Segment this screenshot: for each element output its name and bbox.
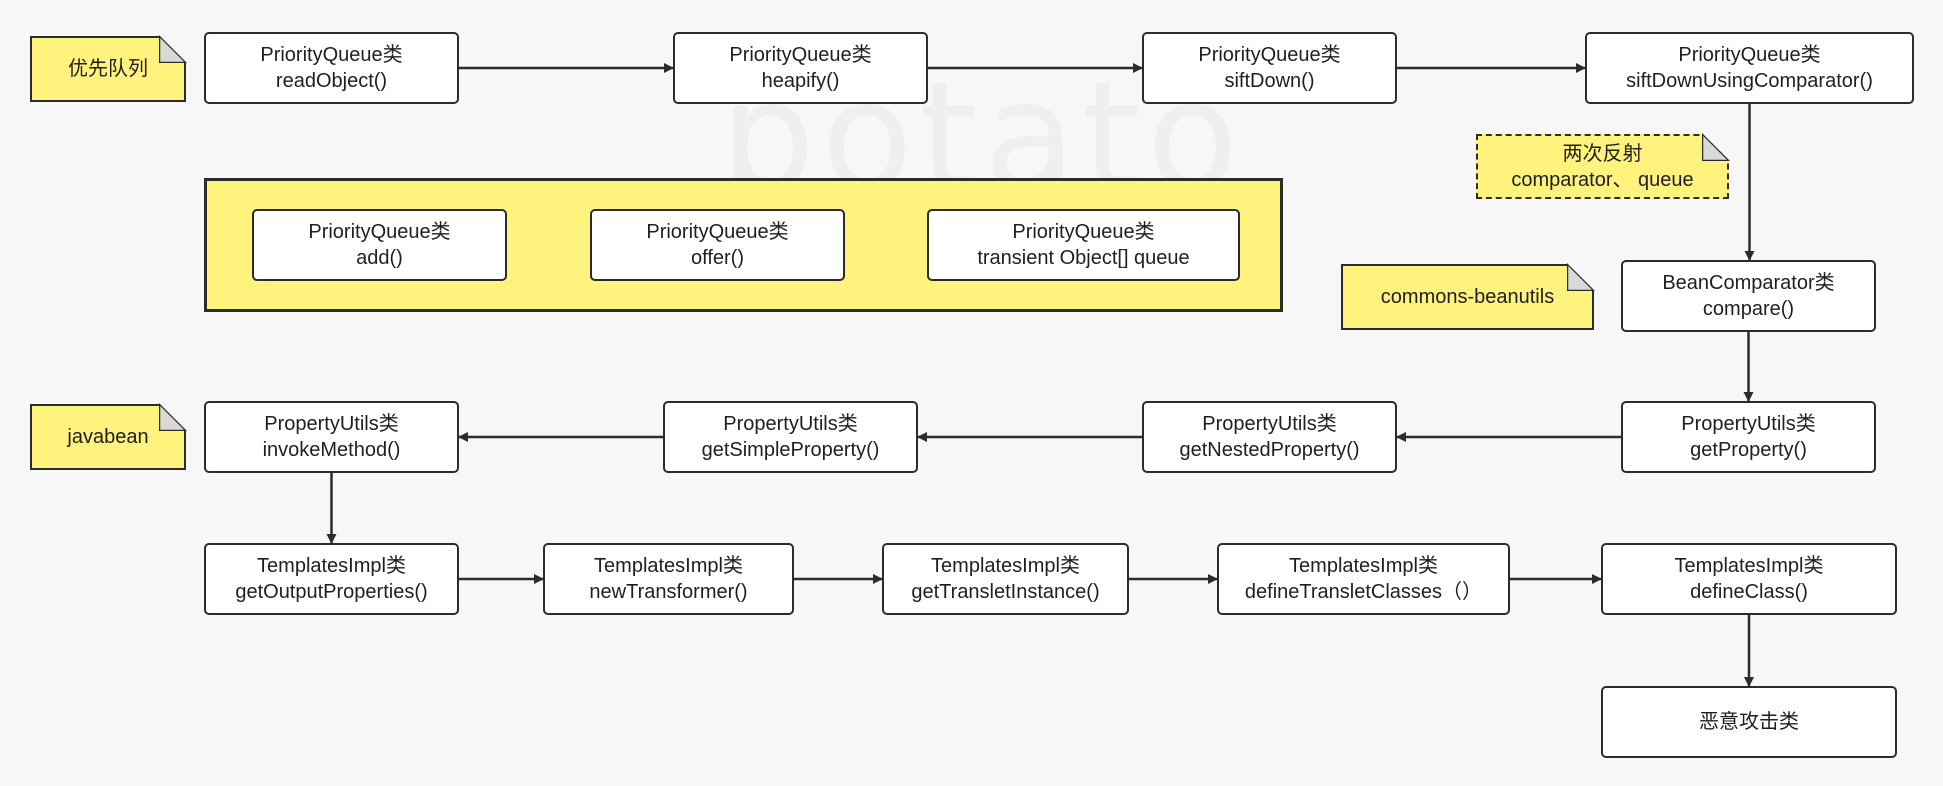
node-pq-readobject[interactable]: PriorityQueue类 readObject() bbox=[204, 32, 459, 104]
node-method-label: heapify() bbox=[761, 70, 840, 92]
node-method-label: compare() bbox=[1702, 298, 1795, 320]
node-class-label: TemplatesImpl类 bbox=[1674, 555, 1824, 577]
node-method-label: invokeMethod() bbox=[262, 439, 401, 461]
node-ti-definetransletclasses[interactable]: TemplatesImpl类 defineTransletClasses（） bbox=[1217, 543, 1510, 615]
node-class-label: PriorityQueue类 bbox=[1678, 44, 1821, 66]
node-class-label: PriorityQueue类 bbox=[729, 44, 872, 66]
note-line-1: 两次反射 bbox=[1562, 142, 1643, 165]
node-class-label: TemplatesImpl类 bbox=[1289, 555, 1438, 577]
node-method-label: siftDownUsingComparator() bbox=[1626, 70, 1873, 92]
note-reflection: 两次反射 comparator、 queue bbox=[1476, 133, 1730, 199]
node-class-label: PriorityQueue类 bbox=[260, 44, 403, 66]
node-pq-siftdown-using-comparator[interactable]: PriorityQueue类 siftDownUsingComparator() bbox=[1585, 32, 1914, 104]
node-class-label: PriorityQueue类 bbox=[308, 221, 451, 243]
node-method-label: getOutputProperties() bbox=[235, 581, 428, 603]
node-pu-getproperty[interactable]: PropertyUtils类 getProperty() bbox=[1621, 401, 1876, 473]
node-label: 恶意攻击类 bbox=[1699, 711, 1799, 733]
node-method-label: defineTransletClasses（） bbox=[1244, 581, 1483, 603]
note-label: javabean bbox=[67, 426, 149, 448]
note-javabean: javabean bbox=[30, 403, 187, 470]
node-class-label: PropertyUtils类 bbox=[264, 413, 399, 435]
node-class-label: PriorityQueue类 bbox=[1198, 44, 1341, 66]
node-beancomparator-compare[interactable]: BeanComparator类 compare() bbox=[1621, 260, 1876, 332]
note-fold-icon bbox=[159, 35, 187, 63]
node-class-label: TemplatesImpl类 bbox=[931, 555, 1080, 577]
node-method-label: newTransformer() bbox=[589, 581, 748, 603]
node-method-label: offer() bbox=[691, 247, 744, 269]
note-priority-queue: 优先队列 bbox=[30, 35, 187, 102]
node-method-label: getNestedProperty() bbox=[1179, 439, 1360, 461]
node-method-label: getProperty() bbox=[1690, 439, 1807, 461]
node-ti-newtransformer[interactable]: TemplatesImpl类 newTransformer() bbox=[543, 543, 794, 615]
node-class-label: PriorityQueue类 bbox=[1012, 221, 1155, 243]
node-class-label: PropertyUtils类 bbox=[1202, 413, 1337, 435]
node-ti-gettransletinstance[interactable]: TemplatesImpl类 getTransletInstance() bbox=[882, 543, 1129, 615]
node-pq-offer[interactable]: PriorityQueue类 offer() bbox=[590, 209, 845, 281]
note-label: 优先队列 bbox=[68, 58, 148, 80]
node-method-label: getTransletInstance() bbox=[911, 581, 1100, 603]
node-method-label: siftDown() bbox=[1224, 70, 1315, 92]
node-pq-add[interactable]: PriorityQueue类 add() bbox=[252, 209, 507, 281]
node-class-label: BeanComparator类 bbox=[1662, 272, 1835, 294]
node-pq-queue-field[interactable]: PriorityQueue类 transient Object[] queue bbox=[927, 209, 1240, 281]
node-class-label: PropertyUtils类 bbox=[723, 413, 858, 435]
node-pu-getnestedproperty[interactable]: PropertyUtils类 getNestedProperty() bbox=[1142, 401, 1397, 473]
node-class-label: PriorityQueue类 bbox=[646, 221, 789, 243]
node-class-label: TemplatesImpl类 bbox=[257, 555, 406, 577]
note-line-2: comparator、 queue bbox=[1511, 168, 1694, 191]
node-ti-getoutputproperties[interactable]: TemplatesImpl类 getOutputProperties() bbox=[204, 543, 459, 615]
node-method-label: readObject() bbox=[275, 70, 388, 92]
node-malicious-class[interactable]: 恶意攻击类 bbox=[1601, 686, 1897, 758]
note-label: commons-beanutils bbox=[1380, 286, 1555, 308]
node-method-label: getSimpleProperty() bbox=[701, 439, 880, 461]
node-pu-getsimpleproperty[interactable]: PropertyUtils类 getSimpleProperty() bbox=[663, 401, 918, 473]
note-fold-icon bbox=[159, 403, 187, 431]
node-ti-defineclass[interactable]: TemplatesImpl类 defineClass() bbox=[1601, 543, 1897, 615]
node-pu-invokemethod[interactable]: PropertyUtils类 invokeMethod() bbox=[204, 401, 459, 473]
node-method-label: add() bbox=[356, 247, 403, 269]
node-pq-heapify[interactable]: PriorityQueue类 heapify() bbox=[673, 32, 928, 104]
node-class-label: PropertyUtils类 bbox=[1681, 413, 1816, 435]
note-fold-icon bbox=[1702, 133, 1730, 161]
note-fold-icon bbox=[1567, 263, 1595, 291]
node-class-label: TemplatesImpl类 bbox=[594, 555, 743, 577]
node-method-label: defineClass() bbox=[1690, 581, 1808, 603]
node-pq-siftdown[interactable]: PriorityQueue类 siftDown() bbox=[1142, 32, 1397, 104]
note-commons-beanutils: commons-beanutils bbox=[1341, 263, 1595, 330]
node-method-label: transient Object[] queue bbox=[977, 247, 1190, 269]
